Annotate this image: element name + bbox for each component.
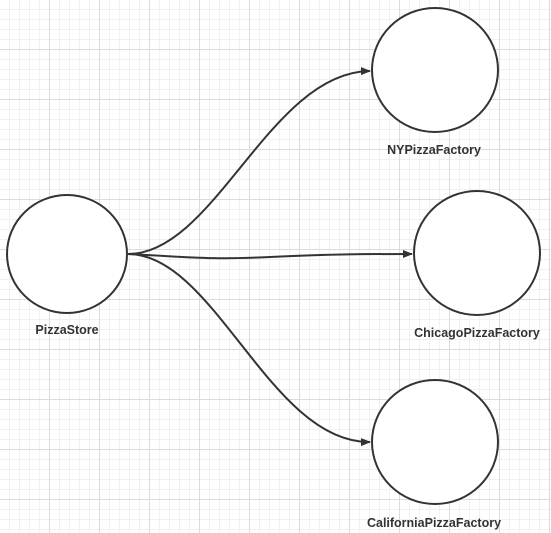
edge-pizzastore-to-nypizzafactory xyxy=(127,67,371,255)
node-label-chicagopizzafactory: ChicagoPizzaFactory xyxy=(414,326,540,340)
node-californiapizzafactory[interactable] xyxy=(371,379,499,505)
edge-pizzastore-to-chicagopizzafactory xyxy=(127,250,413,260)
node-label-nypizzafactory: NYPizzaFactory xyxy=(387,143,481,157)
node-nypizzafactory[interactable] xyxy=(371,7,499,133)
node-pizzastore[interactable] xyxy=(6,194,128,314)
edge-pizzastore-to-californiapizzafactory xyxy=(127,253,371,447)
node-label-pizzastore: PizzaStore xyxy=(35,323,99,337)
node-label-californiapizzafactory: CaliforniaPizzaFactory xyxy=(366,516,502,530)
node-chicagopizzafactory[interactable] xyxy=(413,190,541,316)
